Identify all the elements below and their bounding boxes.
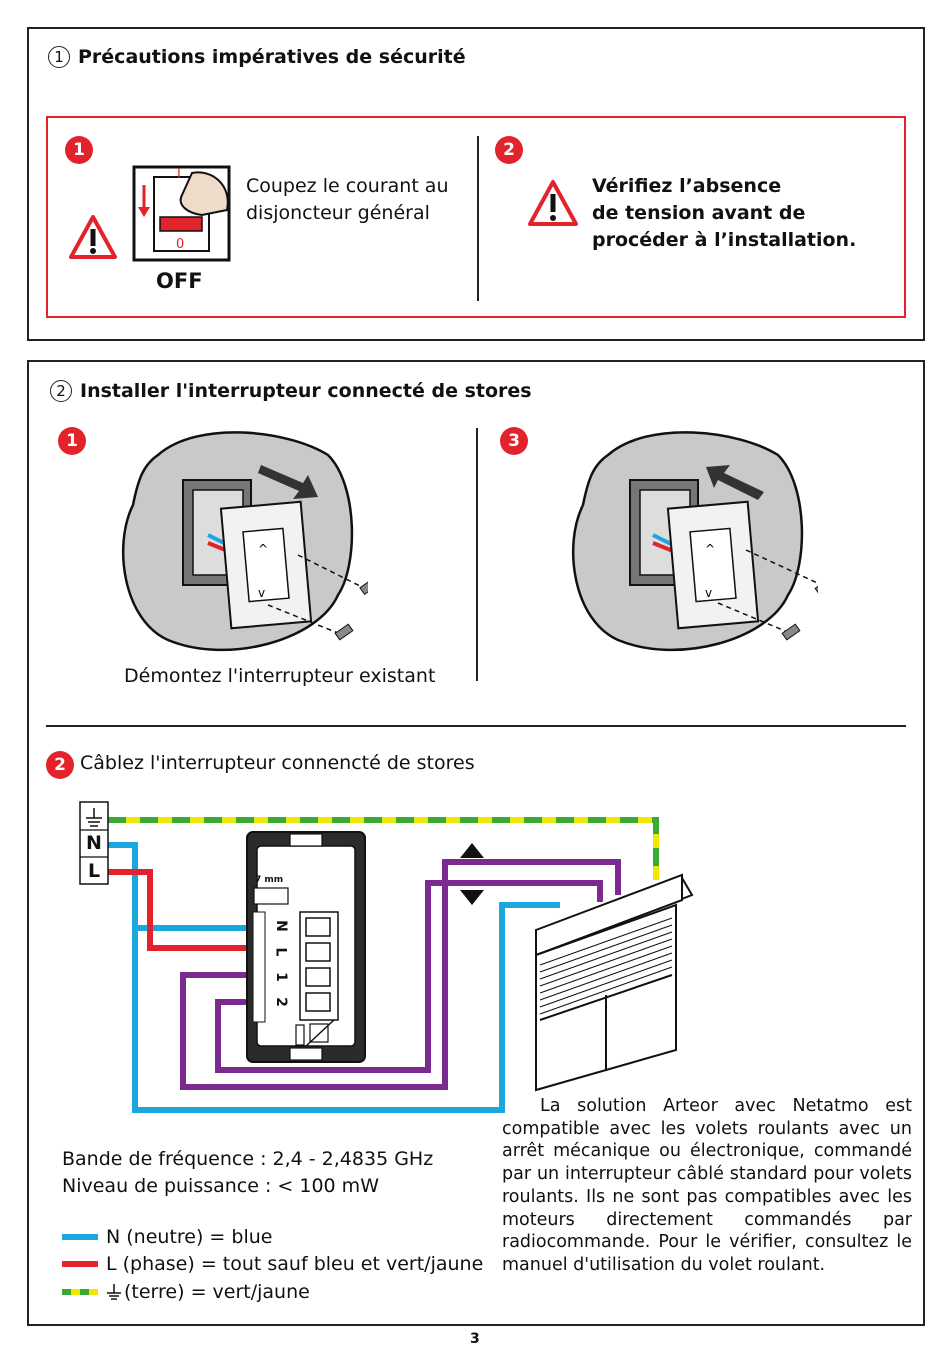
page-number: 3 [470,1331,480,1347]
svg-text:v: v [705,586,712,600]
wiring-diagram [79,801,694,1113]
remove-switch-illustration: ^ v [122,431,368,652]
safety-step2-line2: de tension avant de [592,202,806,224]
safety-step2-badge: 2 [495,136,523,164]
neutral-swatch [62,1234,98,1240]
terminal-n-label: N [86,832,102,854]
install-step3-badge: 3 [500,427,528,455]
power-level: Niveau de puissance : < 100 mW [62,1175,379,1197]
svg-text:^: ^ [258,542,268,556]
legend-neutral: N (neutre) = blue [62,1226,272,1248]
switch-on-mark: I [177,167,181,182]
device-terminal-l: L [272,947,289,957]
wiring-step-badge: 2 [46,751,74,779]
section1-number: 1 [48,46,70,68]
device-terminal-1: 1 [272,972,289,982]
install-divider [476,428,478,681]
breaker-switch-icon [132,165,231,262]
terminal-l-label: L [88,860,101,882]
off-label: OFF [156,269,203,293]
install-step1-badge: 1 [58,427,86,455]
legend-earth-label: (terre) = vert/jaune [124,1281,310,1303]
earth-swatch [62,1289,98,1295]
legend-earth: (terre) = vert/jaune [62,1281,310,1303]
compatibility-note: La solution Arteor avec Netatmo est comp… [502,1096,912,1275]
strip-length-label: 7 mm [255,875,284,885]
safety-step1-badge: 1 [65,136,93,164]
mount-switch-illustration: ^ v [572,431,818,652]
svg-text:v: v [258,586,265,600]
warning-triangle-icon-2 [528,180,578,226]
warning-triangle-icon [69,215,117,259]
frequency-band: Bande de fréquence : 2,4 - 2,4835 GHz [62,1148,434,1170]
switch-off-mark: 0 [176,237,185,252]
section1-title: 1 Précautions impératives de sécurité [48,46,466,68]
safety-section [27,27,925,341]
safety-step2-line3: procéder à l’installation. [592,229,857,251]
install-section [27,360,925,1326]
legend-phase: L (phase) = tout sauf bleu et vert/jaune [62,1253,483,1275]
earth-symbol-icon [107,1284,121,1300]
safety-step1-line2: disjoncteur général [246,202,430,224]
device-terminal-2: 2 [272,997,289,1007]
device-terminal-n: N [272,920,289,932]
legend-phase-label: L (phase) = tout sauf bleu et vert/jaune [106,1253,484,1275]
safety-step2-line1: Vérifiez l’absence [592,175,782,197]
safety-divider [477,136,479,301]
safety-red-box [46,116,906,318]
section2-title: 2 Installer l'interrupteur connecté de s… [50,380,532,402]
safety-step1-line1: Coupez le courant au [246,175,449,197]
remove-switch-caption: Démontez l'interrupteur existant [124,665,436,687]
section1-title-text: Précautions impératives de sécurité [78,46,466,68]
section2-number: 2 [50,380,72,402]
legend-neutral-label: N (neutre) = blue [106,1226,273,1248]
wiring-divider [46,725,906,727]
section2-title-text: Installer l'interrupteur connecté de sto… [80,380,532,402]
wiring-title: Câblez l'interrupteur connencté de store… [80,752,475,774]
svg-text:^: ^ [705,542,715,556]
phase-swatch [62,1261,98,1267]
